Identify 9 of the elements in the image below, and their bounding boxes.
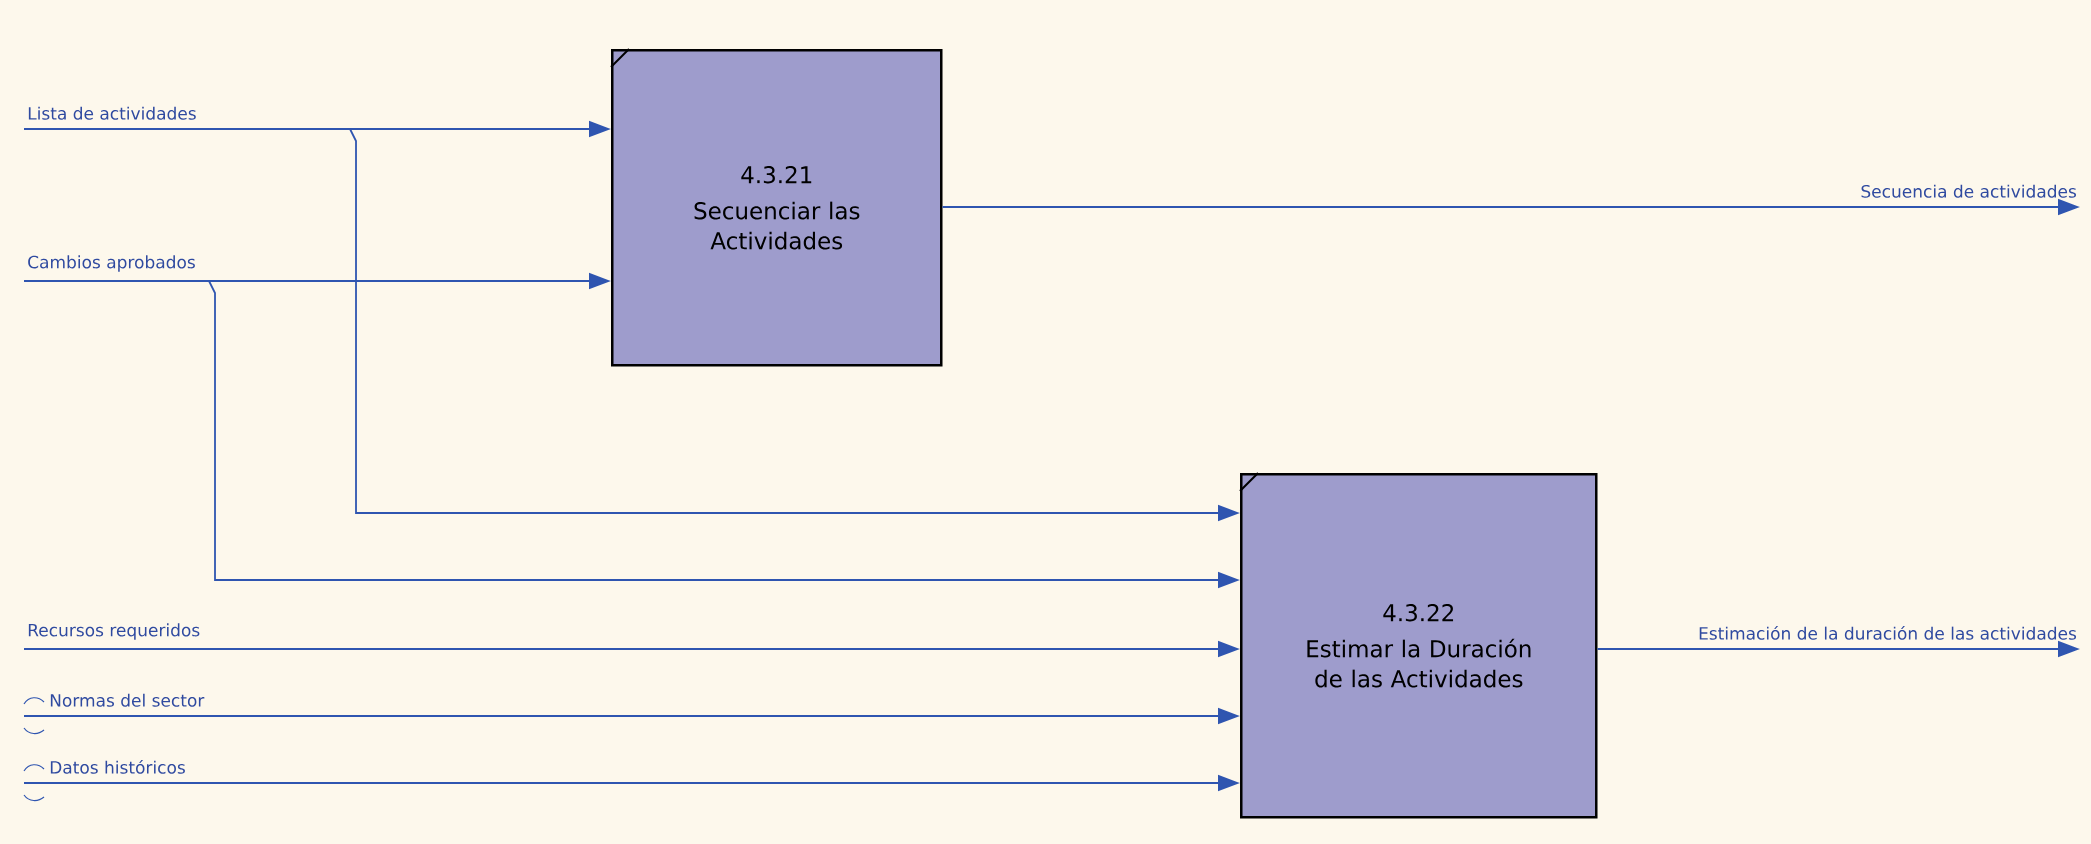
edge-label: Cambios aprobados xyxy=(28,255,195,272)
edge-label: Secuencia de actividades xyxy=(1861,184,2076,198)
process-box: 4.3.21 Secuenciar las Actividades xyxy=(610,48,943,367)
edge-label: Datos históricos xyxy=(50,759,185,774)
process-box: 4.3.22 Estimar la Duración de las Actividades xyxy=(1239,472,1598,819)
edge-label: Estimación de la duración de las actividades xyxy=(1699,625,2077,640)
edge-label: Recursos requeridos xyxy=(28,623,200,640)
edge-label: Lista de actividades xyxy=(28,106,196,120)
edge-label: Normas del sector xyxy=(50,693,205,707)
